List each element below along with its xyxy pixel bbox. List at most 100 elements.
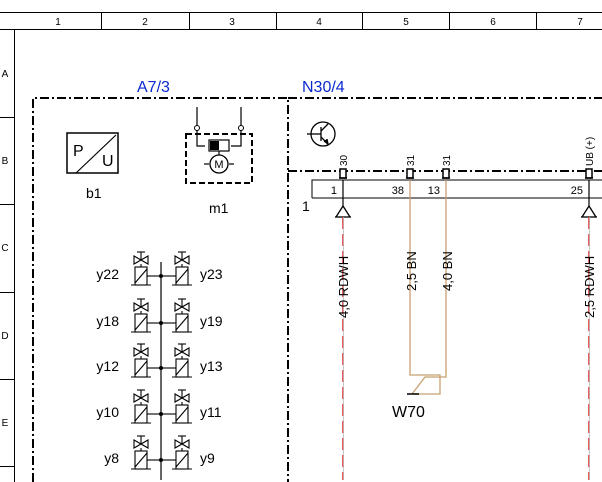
motor-m-glyph: M [214,159,223,171]
valve-label: y22 [96,266,119,282]
motor-lead-left [196,107,205,147]
valve-bowtie [133,393,149,403]
pin-body [339,168,347,179]
grid-column-label: 2 [142,17,148,28]
wire-brown-1 [409,180,441,395]
grid-row-label: D [1,331,8,342]
wire-label: 2,5 BN [404,251,419,291]
sensor-box [66,132,119,174]
valve-label: y13 [200,358,223,374]
sensor-u-glyph: U [102,153,114,170]
valve-label: y9 [200,450,215,466]
solenoid-diagonal [175,315,189,331]
pin-name: 30 [339,154,350,166]
solenoid-diagonal [175,452,189,468]
solenoid-diagonal [175,360,189,376]
wire-label: 4,0 RDWH [336,256,351,318]
bus-junction [159,321,163,325]
motor-switch-fill [210,141,219,150]
valve-bowtie [174,393,190,403]
valve-label: y18 [96,313,119,329]
valve-symbol [131,435,161,470]
motor-terminal-left [194,125,200,131]
transistor-symbol [307,121,336,147]
ground-label: W70 [392,404,425,421]
motor-terminal-right [238,125,244,131]
pin-body [406,168,414,179]
connector-pin: 30 1 [331,154,350,197]
solenoid-diagonal [134,268,148,284]
valve-bowtie [133,302,149,312]
valve-bowtie [174,347,190,357]
valve-symbol [131,343,161,378]
valve-label: y8 [104,450,119,466]
pin-body [585,168,593,179]
bus-junction [159,366,163,370]
grid-column-label: 1 [55,17,61,28]
solenoid-diagonal [175,406,189,422]
module-a7-3-boundary [32,97,289,482]
bus-junction [159,458,163,462]
valve-symbol [131,389,161,424]
connector-block: 1 [302,179,602,214]
pin-number: 13 [428,185,440,197]
valve-symbol [161,435,192,470]
bus-junction [159,274,163,278]
motor-m1: M m1 [185,107,253,216]
valve-label: y23 [200,266,223,282]
module-n30-4-label: N30/4 [302,79,345,96]
connector-pin: UB (+) 25 [571,137,596,197]
solenoid-diagonal [134,452,148,468]
connector-label: 1 [302,198,310,214]
bus-junction [159,412,163,416]
sensor-p-glyph: P [73,143,84,160]
valve-label: y19 [200,313,223,329]
solenoid-diagonal [134,315,148,331]
pin-number: 25 [571,185,583,197]
module-a7-3-label: A7/3 [137,79,170,96]
arrow-head [335,204,351,218]
valve-bowtie [133,347,149,357]
motor-dashed-box [185,133,253,184]
arrow-head [581,204,597,218]
valve-label: y12 [96,358,119,374]
grid-column-label: 6 [490,17,496,28]
valve-label: y10 [96,404,119,420]
wire-label: 4,0 BN [440,251,455,291]
wire-brown-2 [411,180,447,395]
solenoid-diagonal [175,268,189,284]
valve-symbol [161,389,192,424]
pressure-sensor-b1: P U b1 [66,132,119,201]
grid-column-label: 7 [577,17,583,28]
valve-group: y22 y23 y18 y19 y12 y13 y10 y11 y8 y9 [96,251,223,470]
grid-column-label: 5 [403,17,409,28]
connector-pin: 31 38 [392,154,417,197]
pin-name: UB (+) [585,137,596,166]
solenoid-diagonal [134,406,148,422]
valve-bowtie [133,255,149,265]
connector-outline [311,179,602,198]
pin-name: 31 [406,154,417,166]
valve-symbol [131,251,161,286]
grid-row-label: B [2,156,9,167]
wires [342,180,590,480]
frame-grid [0,12,602,482]
motor-lead-right [231,107,242,147]
valve-symbol [161,343,192,378]
wire-label: 2,5 RDWH [582,256,597,318]
grid-column-label: 4 [316,17,322,28]
pin-number: 1 [331,185,337,197]
valve-label: y11 [200,404,222,420]
valve-bowtie [174,302,190,312]
valve-symbol [161,298,192,333]
sensor-diagonal [75,134,117,174]
grid-row-label: A [2,69,9,80]
valve-bowtie [133,439,149,449]
motor-label: m1 [209,200,229,216]
valve-bowtie [174,439,190,449]
valve-symbol [131,298,161,333]
pin-number: 38 [392,185,404,197]
pin-body [442,168,450,179]
